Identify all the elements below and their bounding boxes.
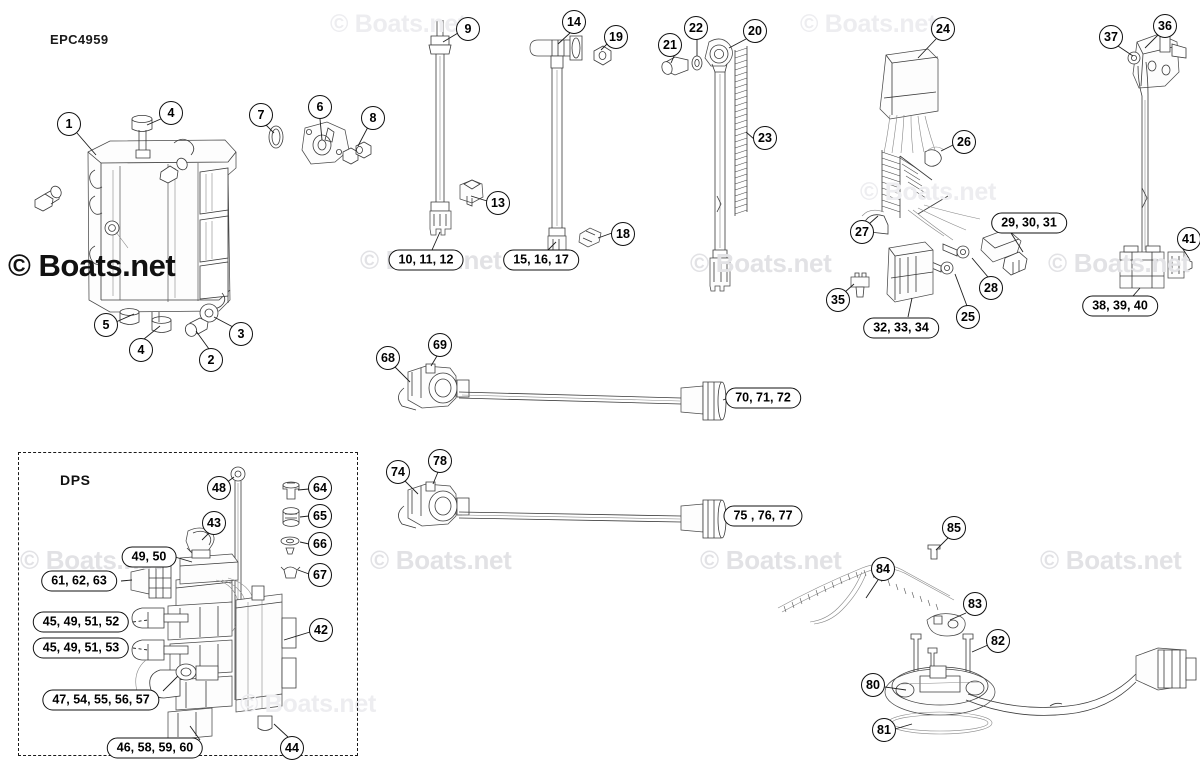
- callout-37[interactable]: 37: [1099, 25, 1123, 49]
- callout-74[interactable]: 74: [386, 460, 410, 484]
- callout-14[interactable]: 14: [562, 10, 586, 34]
- callout-20[interactable]: 20: [743, 19, 767, 43]
- callout-47-54-55-56-57[interactable]: 47, 54, 55, 56, 57: [42, 689, 160, 711]
- callout-8[interactable]: 8: [361, 106, 385, 130]
- callout-4[interactable]: 4: [129, 338, 153, 362]
- part-intake-manifold: [34, 115, 237, 337]
- callout-85[interactable]: 85: [942, 516, 966, 540]
- part-sensor-c: [661, 38, 748, 292]
- callout-2[interactable]: 2: [199, 348, 223, 372]
- callout-9[interactable]: 9: [456, 17, 480, 41]
- dps-group-label: DPS: [60, 472, 91, 488]
- callout-75-76-77[interactable]: 75 , 76, 77: [723, 505, 803, 527]
- part-dps-assembly: [130, 466, 301, 741]
- callout-22[interactable]: 22: [684, 16, 708, 40]
- callout-15-16-17[interactable]: 15, 16, 17: [503, 249, 579, 271]
- callout-43[interactable]: 43: [202, 511, 226, 535]
- callout-70-71-72[interactable]: 70, 71, 72: [725, 387, 801, 409]
- callout-38-39-40[interactable]: 38, 39, 40: [1082, 295, 1158, 317]
- callout-5[interactable]: 5: [94, 313, 118, 337]
- part-sensor-b: [529, 35, 612, 261]
- callout-10-11-12[interactable]: 10, 11, 12: [388, 249, 464, 271]
- callout-23[interactable]: 23: [753, 126, 777, 150]
- callout-25[interactable]: 25: [956, 305, 980, 329]
- callout-3[interactable]: 3: [229, 322, 253, 346]
- callout-81[interactable]: 81: [872, 718, 896, 742]
- part-sensor-a: [428, 20, 484, 236]
- callout-65[interactable]: 65: [308, 504, 332, 528]
- callout-28[interactable]: 28: [979, 276, 1003, 300]
- callout-45-49-51-53[interactable]: 45, 49, 51, 53: [32, 637, 130, 659]
- callout-82[interactable]: 82: [986, 629, 1010, 653]
- callout-27[interactable]: 27: [850, 220, 874, 244]
- callout-80[interactable]: 80: [861, 673, 885, 697]
- callout-21[interactable]: 21: [658, 33, 682, 57]
- callout-29-30-31[interactable]: 29, 30, 31: [991, 212, 1067, 234]
- callout-45-49-51-52[interactable]: 45, 49, 51, 52: [32, 611, 130, 633]
- callout-32-33-34[interactable]: 32, 33, 34: [863, 317, 939, 339]
- callout-67[interactable]: 67: [308, 563, 332, 587]
- callout-42[interactable]: 42: [309, 618, 333, 642]
- part-cable-1: [398, 363, 727, 421]
- callout-46-58-59-60[interactable]: 46, 58, 59, 60: [106, 737, 204, 759]
- callout-84[interactable]: 84: [871, 557, 895, 581]
- callout-69[interactable]: 69: [428, 333, 452, 357]
- callout-64[interactable]: 64: [308, 476, 332, 500]
- part-wiring-harness: [850, 48, 1028, 303]
- callout-13[interactable]: 13: [486, 191, 510, 215]
- callout-6[interactable]: 6: [308, 95, 332, 119]
- callout-7[interactable]: 7: [249, 103, 273, 127]
- callout-78[interactable]: 78: [428, 449, 452, 473]
- callout-44[interactable]: 44: [280, 736, 304, 760]
- callout-18[interactable]: 18: [611, 222, 635, 246]
- callout-24[interactable]: 24: [931, 17, 955, 41]
- callout-4[interactable]: 4: [159, 101, 183, 125]
- callout-48[interactable]: 48: [207, 476, 231, 500]
- part-fuel-pump-module: [777, 544, 1197, 735]
- callout-19[interactable]: 19: [604, 25, 628, 49]
- callout-41[interactable]: 41: [1177, 227, 1200, 251]
- callout-26[interactable]: 26: [952, 130, 976, 154]
- callout-1[interactable]: 1: [57, 112, 81, 136]
- callout-83[interactable]: 83: [963, 592, 987, 616]
- callout-49-50[interactable]: 49, 50: [121, 546, 177, 568]
- callout-68[interactable]: 68: [376, 346, 400, 370]
- callout-35[interactable]: 35: [826, 288, 850, 312]
- diagram-id-label: EPC4959: [50, 32, 109, 47]
- part-cable-2: [398, 481, 727, 539]
- part-throttle-body: [268, 121, 372, 165]
- callout-66[interactable]: 66: [308, 532, 332, 556]
- callout-61-62-63[interactable]: 61, 62, 63: [41, 570, 117, 592]
- callout-36[interactable]: 36: [1153, 14, 1177, 38]
- part-ignition-coil: [1119, 33, 1193, 289]
